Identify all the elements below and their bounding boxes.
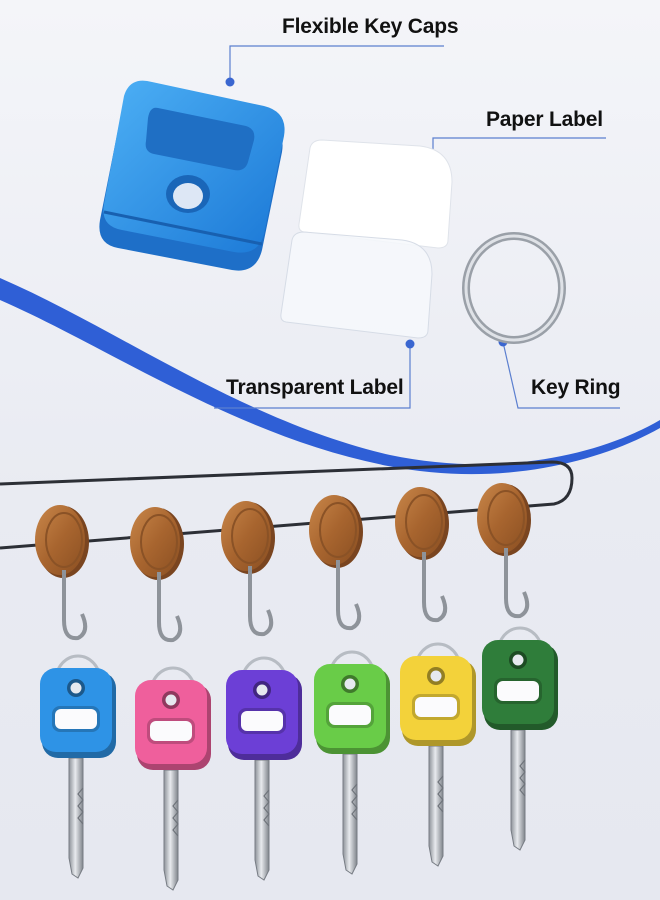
metal-hook (248, 566, 274, 637)
key-blade (68, 757, 84, 879)
wood-peg (395, 487, 445, 557)
key-hook-5 (395, 487, 476, 867)
key-blade (428, 745, 444, 867)
metal-hook (336, 560, 362, 631)
key-hook-6 (477, 483, 558, 851)
key-hook-4 (309, 495, 390, 875)
key-ring-callout: Key Ring (531, 376, 621, 399)
key-blade (342, 753, 358, 875)
wood-peg (130, 507, 180, 577)
key-caps-callout: Flexible Key Caps (282, 15, 459, 38)
metal-hook (422, 552, 448, 623)
metal-hook (157, 572, 183, 643)
callout-lines (214, 45, 620, 409)
wood-peg (309, 495, 359, 565)
key-cap-label (329, 705, 371, 725)
metal-hook (504, 548, 530, 619)
key-cap-label (415, 697, 457, 717)
key-cap-label (150, 721, 192, 741)
key-blade (163, 769, 179, 891)
key-hook-2 (130, 507, 211, 891)
key-hooks (35, 483, 558, 891)
transparent-label (280, 231, 433, 339)
key-cap-label (241, 711, 283, 731)
key-cap-label (497, 681, 539, 701)
key-cap-large (99, 80, 285, 271)
wood-peg (221, 501, 271, 571)
blue-swoosh (0, 278, 660, 475)
key-cap-label (55, 709, 97, 729)
paper-label (298, 139, 453, 249)
key-ring-large (462, 232, 566, 344)
metal-hook (62, 570, 88, 641)
key-hook-3 (221, 501, 302, 881)
key-blade (510, 729, 526, 851)
wire-rack (0, 460, 574, 550)
wood-peg (35, 505, 85, 575)
wood-peg (477, 483, 527, 553)
key-hook-1 (35, 505, 116, 879)
key-blade (254, 759, 270, 881)
transparent-label-callout: Transparent Label (226, 376, 404, 399)
paper-label-callout: Paper Label (486, 108, 603, 131)
